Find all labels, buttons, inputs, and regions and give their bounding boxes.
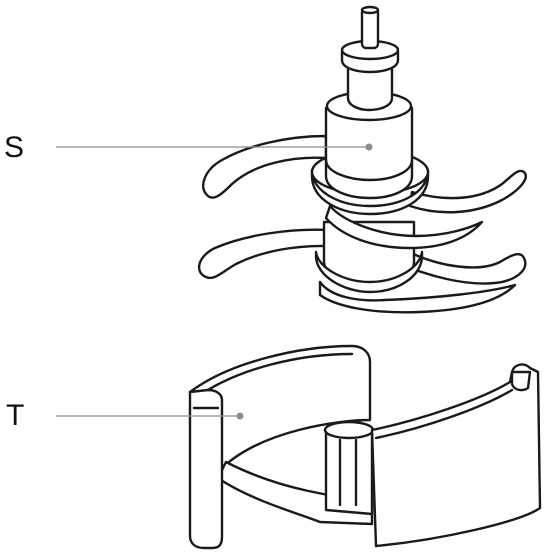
shaft-neck — [346, 60, 394, 112]
insert-front-tab — [510, 370, 532, 392]
lower-blade-plate — [318, 280, 517, 314]
callout-label-t: T — [6, 399, 25, 432]
upper-blade-left — [202, 134, 328, 199]
shaft-band — [324, 158, 414, 182]
main-shaft — [324, 106, 414, 200]
blade-assembly-s — [197, 5, 527, 314]
insert-front-wall — [370, 363, 542, 548]
insert-back-rim — [198, 352, 354, 397]
center-column — [324, 428, 374, 516]
lower-hub-ring — [314, 250, 424, 294]
leader-dot-s — [365, 143, 373, 151]
top-pin-cap — [360, 5, 380, 15]
lower-blade-right — [393, 248, 527, 285]
center-column-top — [323, 420, 375, 440]
upper-blade-right — [408, 169, 527, 214]
upper-blade-plate — [324, 204, 484, 250]
leader-dot-t — [236, 412, 244, 420]
insert-left-panel — [188, 388, 224, 550]
lower-blade — [197, 228, 332, 280]
bowl-insert-t — [188, 344, 542, 550]
insert-front-rim — [374, 388, 514, 440]
callout-label-s: S — [4, 131, 25, 164]
leader-lines — [56, 143, 373, 420]
column-slot — [338, 438, 358, 507]
